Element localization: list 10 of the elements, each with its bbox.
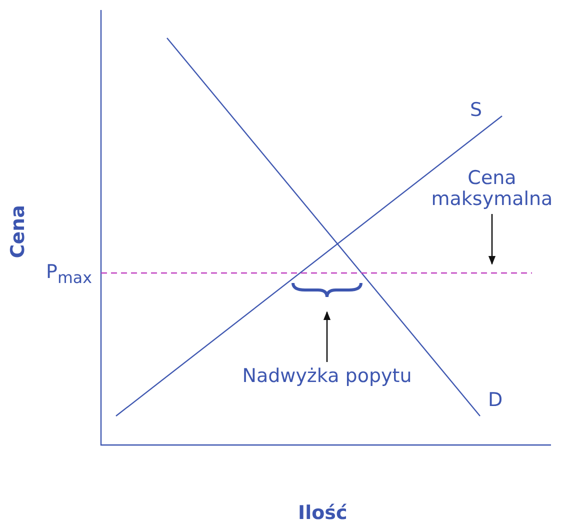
brace: [292, 282, 362, 298]
axis-title: Cena: [8, 205, 29, 258]
axis-title: Ilość: [298, 503, 348, 524]
axis-tick-label: P$_{max}$: [46, 262, 92, 288]
annotation-label: Cena maksymalna: [422, 168, 562, 210]
curve-label: S: [470, 100, 482, 121]
leader-arrow: [323, 311, 331, 362]
curve-label: D: [488, 390, 503, 411]
annotation-label: Nadwyżka popytu: [227, 366, 427, 387]
leader-arrow: [488, 214, 496, 265]
